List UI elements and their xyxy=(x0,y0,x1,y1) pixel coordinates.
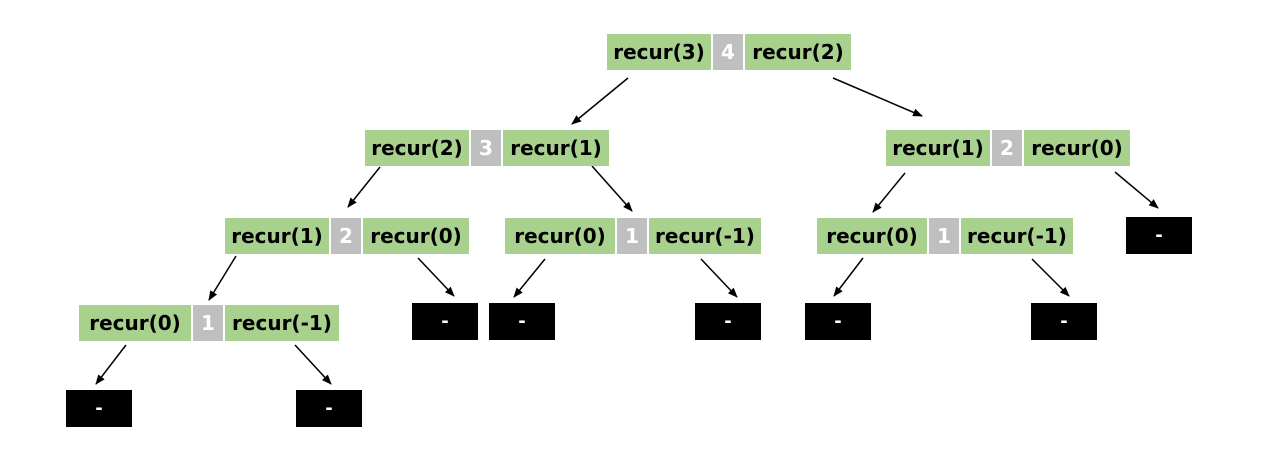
call-right: recur(-1) xyxy=(961,218,1073,254)
call-left: recur(3) xyxy=(607,34,711,70)
leaf-base-case: - xyxy=(489,303,555,340)
node-recur-2: recur(2) 3 recur(1) xyxy=(365,130,609,166)
leaf-base-case: - xyxy=(805,303,871,340)
arrow-n4-n2r xyxy=(832,77,923,117)
node-recur-0-right: recur(0) 1 recur(-1) xyxy=(817,218,1073,254)
return-value: 3 xyxy=(469,130,503,166)
call-left: recur(0) xyxy=(817,218,927,254)
call-right: recur(2) xyxy=(745,34,851,70)
leaf-base-case: - xyxy=(66,390,132,427)
arrow-n3-n2l xyxy=(347,166,381,208)
leaf-base-case: - xyxy=(296,390,362,427)
call-right: recur(0) xyxy=(363,218,469,254)
arrow-n1m-lf2 xyxy=(513,258,546,298)
arrow-n1r-lf6 xyxy=(1031,258,1070,297)
arrow-n1r-lf5 xyxy=(833,257,864,297)
node-recur-0-left: recur(0) 1 recur(-1) xyxy=(79,305,339,341)
arrow-n3-n1m xyxy=(591,165,633,212)
call-left: recur(0) xyxy=(505,218,615,254)
call-right: recur(-1) xyxy=(225,305,339,341)
arrow-n2l-lf1 xyxy=(417,257,455,297)
call-right: recur(-1) xyxy=(649,218,761,254)
return-value: 4 xyxy=(711,34,745,70)
arrow-n1l-lf8 xyxy=(294,344,332,385)
return-value: 2 xyxy=(329,218,363,254)
arrow-n2r-lf4 xyxy=(1114,171,1159,209)
arrow-n2l-n1l xyxy=(208,255,237,301)
leaf-base-case: - xyxy=(695,303,761,340)
return-value: 2 xyxy=(990,130,1024,166)
call-right: recur(1) xyxy=(503,130,609,166)
leaf-base-case: - xyxy=(1031,303,1097,340)
node-recur-3: recur(3) 4 recur(2) xyxy=(607,34,851,70)
node-recur-1-right: recur(1) 2 recur(0) xyxy=(886,130,1130,166)
call-left: recur(1) xyxy=(886,130,990,166)
leaf-base-case: - xyxy=(412,303,478,340)
call-left: recur(0) xyxy=(79,305,191,341)
call-right: recur(0) xyxy=(1024,130,1130,166)
arrow-n1l-lf7 xyxy=(95,344,127,385)
call-left: recur(2) xyxy=(365,130,469,166)
return-value: 1 xyxy=(191,305,225,341)
arrow-n2r-n1r xyxy=(872,172,906,213)
node-recur-0-middle: recur(0) 1 recur(-1) xyxy=(505,218,761,254)
arrow-n4-n3 xyxy=(571,77,629,125)
node-recur-1-left: recur(1) 2 recur(0) xyxy=(225,218,469,254)
leaf-base-case: - xyxy=(1126,217,1192,254)
return-value: 1 xyxy=(615,218,649,254)
arrow-n1m-lf3 xyxy=(700,258,738,298)
call-left: recur(1) xyxy=(225,218,329,254)
return-value: 1 xyxy=(927,218,961,254)
